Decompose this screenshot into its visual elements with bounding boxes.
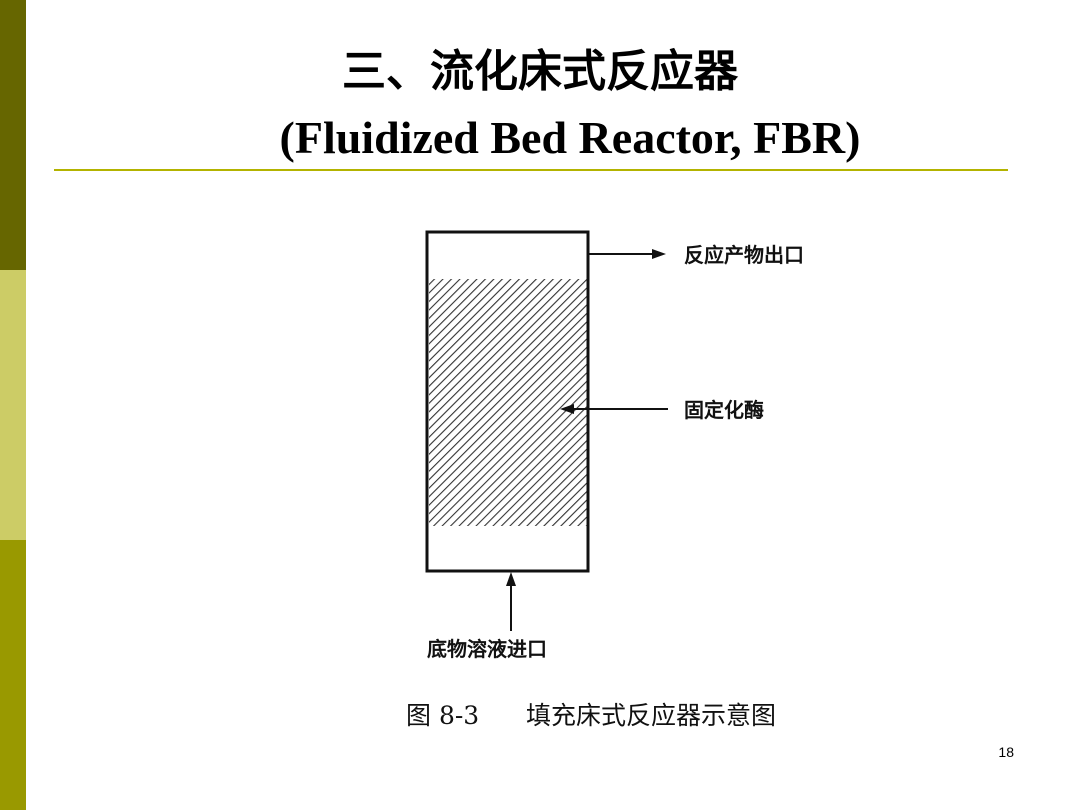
outlet-arrow	[588, 249, 666, 259]
inlet-label: 底物溶液进口	[427, 637, 547, 661]
outlet-label: 反应产物出口	[684, 243, 804, 267]
immobilized-enzyme-bed	[429, 279, 588, 526]
slide-title-chinese: 三、流化床式反应器	[342, 46, 738, 97]
title-underline	[54, 169, 1008, 171]
inlet-arrow	[506, 572, 516, 631]
enzyme-label: 固定化酶	[684, 398, 764, 422]
slide-title-english: (Fluidized Bed Reactor, FBR)	[279, 112, 861, 163]
page-number: 18	[998, 744, 1014, 760]
reactor-vessel	[425, 230, 590, 573]
side-bar-middle	[0, 270, 26, 540]
figure-caption-text: 填充床式反应器示意图	[526, 701, 776, 730]
side-bar-bottom	[0, 540, 26, 810]
enzyme-arrow	[560, 404, 668, 414]
figure-caption-number: 图 8-3	[406, 701, 479, 730]
side-bar-top	[0, 0, 26, 270]
